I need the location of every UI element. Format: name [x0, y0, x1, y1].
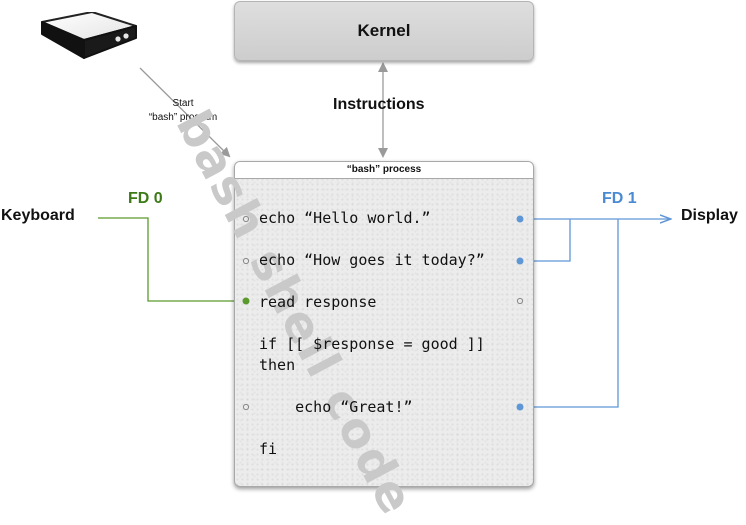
- code-line-read: read response: [259, 293, 377, 311]
- code-line-fi: fi: [259, 440, 278, 458]
- code-line-if: if [[ $response = good ]]: [259, 335, 485, 353]
- dot-left-read: [242, 297, 250, 305]
- start-label-line1: Start: [172, 98, 194, 109]
- dot-right-hello: [516, 215, 524, 223]
- start-bash-label: Start “bash” program: [128, 97, 238, 125]
- fd1-output-line-3: [520, 219, 619, 408]
- instructions-label: Instructions: [333, 96, 425, 113]
- code-line-then: then: [259, 356, 296, 374]
- kernel-label: Kernel: [357, 21, 411, 40]
- start-label-line2: “bash” program: [148, 112, 218, 123]
- start-bash-arrow: [139, 67, 231, 158]
- dot-left-how: [242, 257, 250, 265]
- connector-layer: [98, 62, 746, 408]
- dot-left-hello: [242, 215, 250, 223]
- process-title: “bash” process: [235, 162, 533, 179]
- keyboard-label: Keyboard: [1, 207, 75, 224]
- dot-right-great: [516, 403, 524, 411]
- dot-right-how: [516, 257, 524, 265]
- fd1-label: FD 1: [602, 190, 637, 207]
- fd0-label: FD 0: [128, 190, 163, 207]
- code-line-echo-how: echo “How goes it today?”: [259, 251, 485, 269]
- dot-right-read: [516, 297, 524, 305]
- code-line-echo-hello: echo “Hello world.”: [259, 209, 431, 227]
- display-label: Display: [681, 207, 738, 224]
- connection-dots-layer: [242, 215, 524, 411]
- kernel-box: Kernel: [234, 1, 534, 61]
- bash-process-box: “bash” process: [234, 161, 534, 487]
- code-line-echo-great: echo “Great!”: [259, 398, 413, 416]
- dot-left-great: [242, 403, 250, 411]
- fd0-input-line: [98, 217, 245, 302]
- fd1-output-line-2: [520, 219, 571, 262]
- hard-disk-icon: [41, 12, 137, 59]
